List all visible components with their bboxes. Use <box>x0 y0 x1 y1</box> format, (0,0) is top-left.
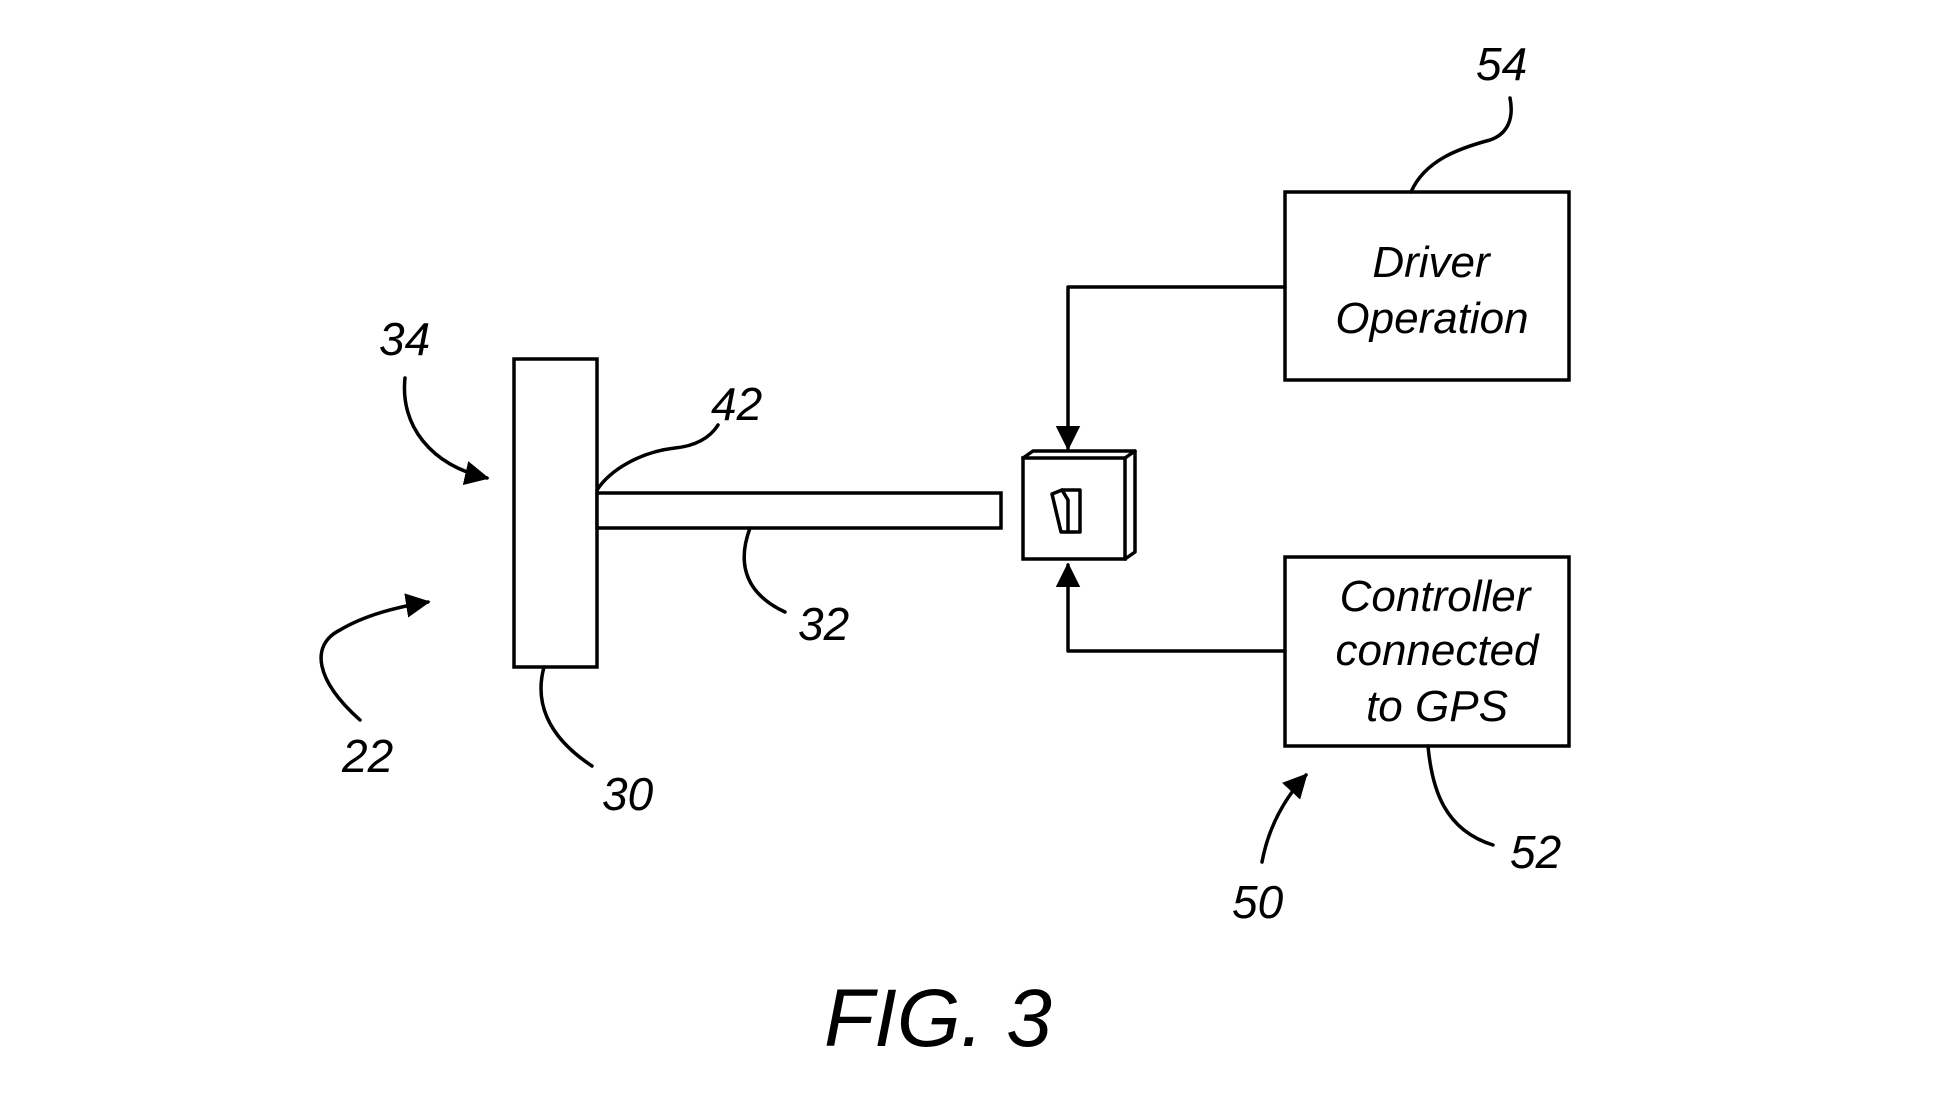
driver-operation-box <box>1283 190 1571 382</box>
leader-34 <box>402 376 490 486</box>
switch-device <box>1021 449 1137 561</box>
leader-22 <box>319 593 431 722</box>
driver-operation-line-2: Operation <box>1335 294 1528 343</box>
numeral-22: 22 <box>341 730 393 782</box>
leader-54 <box>1409 96 1513 194</box>
leader-32 <box>742 526 787 614</box>
numeral-52: 52 <box>1510 826 1561 878</box>
horizontal-arm <box>595 491 1003 530</box>
rocker-switch-icon <box>1050 488 1082 534</box>
numeral-50: 50 <box>1232 876 1284 928</box>
driver-operation-line-1: Driver <box>1372 238 1492 287</box>
driver-to-switch-arrow <box>1055 285 1287 451</box>
numeral-54: 54 <box>1476 38 1527 90</box>
vertical-plate <box>512 357 599 669</box>
numeral-42: 42 <box>711 378 762 430</box>
controller-line-3: to GPS <box>1366 682 1508 731</box>
leader-50 <box>1260 773 1308 864</box>
controller-box <box>1283 555 1571 748</box>
leader-42 <box>595 423 720 492</box>
numeral-30: 30 <box>602 768 654 820</box>
numeral-34: 34 <box>379 313 430 365</box>
numeral-32: 32 <box>798 598 849 650</box>
leader-30 <box>539 665 594 768</box>
figure-caption: FIG. 3 <box>824 973 1052 1064</box>
controller-line-2: connected <box>1335 626 1540 675</box>
controller-line-1: Controller <box>1340 572 1533 621</box>
leader-52 <box>1426 744 1495 847</box>
controller-to-switch-arrow <box>1055 562 1287 653</box>
